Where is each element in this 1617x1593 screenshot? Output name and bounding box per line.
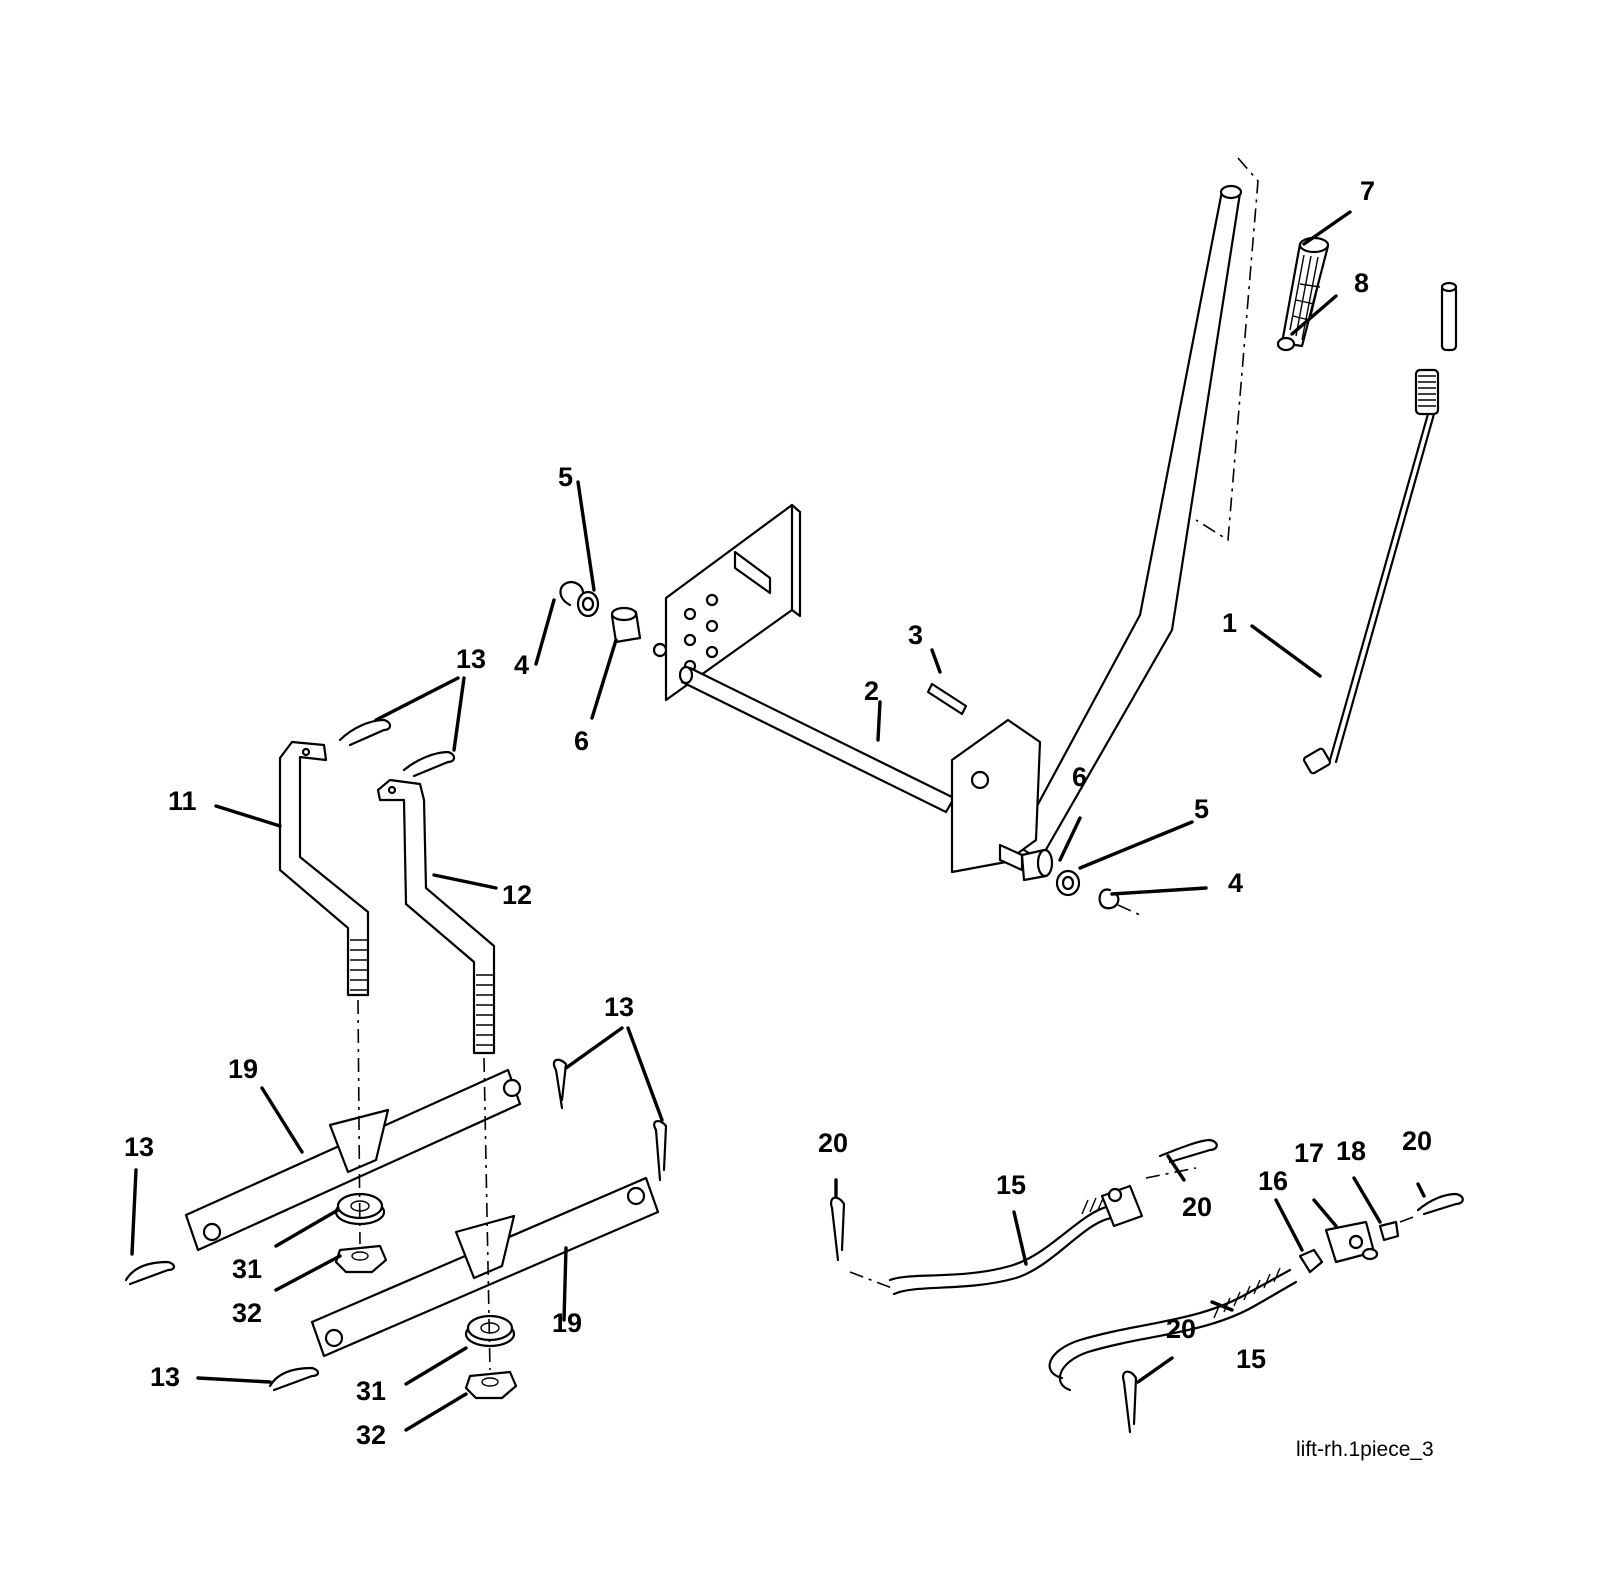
lift-arm-upper	[184, 1068, 522, 1252]
right-washer	[1055, 869, 1081, 897]
hairpin-clip-20-top	[1158, 1138, 1218, 1164]
grip-plug	[1276, 336, 1296, 352]
callout-11: 11	[168, 786, 197, 816]
callout-20-left: 20	[818, 1128, 848, 1158]
trunnion	[1324, 1220, 1379, 1264]
callout-5-right: 5	[1194, 794, 1209, 824]
lift-shaft	[652, 642, 1042, 874]
left-washer	[576, 590, 600, 618]
callout-13-bottom: 13	[150, 1362, 180, 1392]
callout-20-top: 20	[1182, 1192, 1212, 1222]
callout-32-upper: 32	[232, 1298, 262, 1328]
callout-4-right: 4	[1228, 868, 1243, 898]
callout-6-right: 6	[1072, 762, 1087, 792]
left-bushing	[610, 606, 642, 644]
callout-3: 3	[908, 620, 923, 650]
hairpin-clip-top-2	[402, 750, 456, 778]
lift-arm-lower	[310, 1176, 660, 1358]
hairpin-clip-mid-2	[653, 1120, 668, 1182]
callout-17: 17	[1294, 1138, 1324, 1168]
hairpin-clip-20-left	[830, 1196, 846, 1262]
nut-upper	[334, 1244, 388, 1274]
callout-8: 8	[1354, 268, 1369, 298]
jam-nut	[1298, 1248, 1324, 1274]
adjusting-rod-upper	[849, 1167, 1197, 1296]
callout-13-top: 13	[456, 644, 486, 674]
hairpin-clip-mid-1	[552, 1058, 568, 1110]
hairpin-clip-20-right	[1399, 1192, 1464, 1223]
lift-link-right	[376, 778, 496, 1055]
callout-15-lower: 15	[1236, 1344, 1266, 1374]
callout-2: 2	[864, 676, 879, 706]
callout-numbers: 1 2 3 4 4 5 5 6 6 7 8 11 12 13 13 13 13 …	[124, 176, 1432, 1450]
hairpin-clip-left-2	[268, 1366, 320, 1392]
lift-link-left	[278, 740, 370, 997]
handle-grip	[1280, 236, 1330, 348]
callout-20-bottom: 20	[1166, 1314, 1196, 1344]
lift-cable-rod	[1302, 281, 1458, 775]
callout-20-right: 20	[1402, 1126, 1432, 1156]
mounting-bracket	[664, 503, 802, 702]
right-retainer-clip	[1098, 888, 1141, 916]
callout-19-upper: 19	[228, 1054, 258, 1084]
callout-5-left: 5	[558, 462, 573, 492]
leader-lines	[130, 210, 1426, 1432]
callout-1: 1	[1222, 608, 1237, 638]
trunnion-nut	[1378, 1220, 1400, 1242]
lift-handle	[1014, 157, 1259, 862]
callout-31-upper: 31	[232, 1254, 262, 1284]
hairpin-clip-left-1	[124, 1260, 176, 1286]
callout-19-lower: 19	[552, 1308, 582, 1338]
callout-16: 16	[1258, 1166, 1288, 1196]
callout-31-lower: 31	[356, 1376, 386, 1406]
centerline-left	[357, 999, 361, 1245]
roll-pin	[926, 682, 968, 716]
centerline-right	[483, 1057, 491, 1371]
nut-lower	[464, 1370, 518, 1400]
callout-6-left: 6	[574, 726, 589, 756]
hairpin-clip-top-1	[338, 718, 392, 747]
callout-4-left: 4	[514, 650, 529, 680]
callout-15-upper: 15	[996, 1170, 1026, 1200]
callout-7: 7	[1360, 176, 1375, 206]
callout-18: 18	[1336, 1136, 1366, 1166]
callout-12: 12	[502, 880, 532, 910]
diagram-caption: lift-rh.1piece_3	[1296, 1438, 1434, 1461]
callout-13-left: 13	[124, 1132, 154, 1162]
callout-13-mid: 13	[604, 992, 634, 1022]
spacer-lower	[464, 1314, 516, 1348]
hairpin-clip-20-bottom	[1122, 1370, 1138, 1434]
callout-32-lower: 32	[356, 1420, 386, 1450]
right-bushing	[1020, 848, 1054, 882]
